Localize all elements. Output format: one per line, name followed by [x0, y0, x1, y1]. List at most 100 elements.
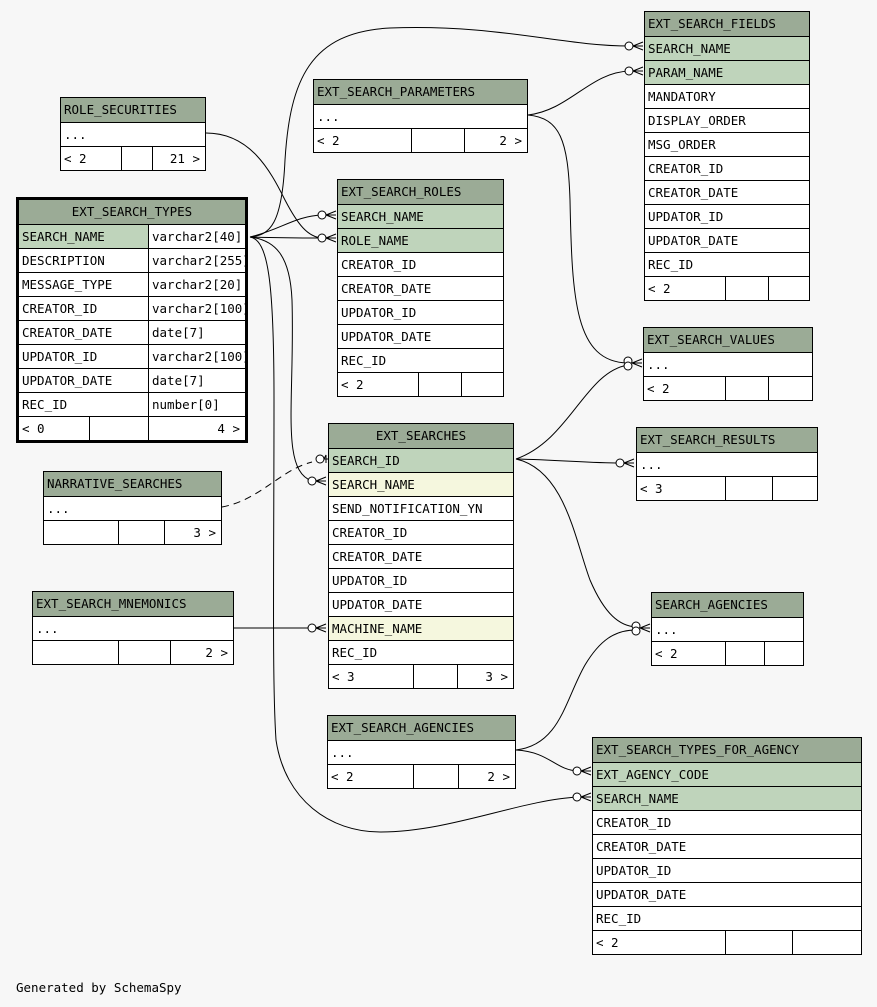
table-ext-search-parameters[interactable]: EXT_SEARCH_PARAMETERS ... < 2 2 >: [313, 79, 528, 153]
children-count[interactable]: 4 >: [217, 421, 240, 436]
parents-count[interactable]: < 2: [341, 377, 364, 392]
relationship-edge: [515, 458, 637, 628]
table-footer: < 2 2 >: [328, 764, 515, 788]
crows-foot-lines: [623, 458, 635, 468]
table-ext-search-fields[interactable]: EXT_SEARCH_FIELDS SEARCH_NAME PARAM_NAME…: [644, 11, 810, 301]
column-type: varchar2[20]: [152, 277, 243, 292]
parents-count[interactable]: < 2: [648, 281, 671, 296]
parents-count[interactable]: < 3: [640, 481, 663, 496]
crows-foot-marker: [307, 623, 317, 633]
table-role-securities[interactable]: ROLE_SECURITIES ... < 2 21 >: [60, 97, 206, 171]
column-name: CREATOR_ID: [332, 525, 408, 540]
crows-foot-marker: [631, 626, 641, 636]
column-name: UPDATOR_DATE: [22, 373, 113, 388]
crows-foot-lines: [315, 623, 327, 633]
relationship-edge: [515, 364, 629, 460]
table-narrative-searches[interactable]: NARRATIVE_SEARCHES ... 3 >: [43, 471, 222, 545]
parents-count[interactable]: < 2: [647, 381, 670, 396]
parents-count[interactable]: < 2: [317, 133, 340, 148]
column-row: SEARCH_NAME varchar2[40]: [19, 224, 245, 248]
table-footer: < 2: [593, 930, 861, 954]
column-row: CREATOR_ID varchar2[100]: [19, 296, 245, 320]
table-ext-search-agencies[interactable]: EXT_SEARCH_AGENCIES ... < 2 2 >: [327, 715, 516, 789]
column-name: REC_ID: [22, 397, 68, 412]
children-count[interactable]: 21 >: [169, 151, 200, 166]
children-count[interactable]: 2 >: [499, 133, 522, 148]
table-ext-search-mnemonics[interactable]: EXT_SEARCH_MNEMONICS ... 2 >: [32, 591, 234, 665]
relationship-edge: [249, 214, 323, 238]
column-name: REC_ID: [332, 645, 378, 660]
column-name: SEARCH_NAME: [341, 209, 424, 224]
crows-foot-lines: [632, 41, 644, 51]
parents-count[interactable]: < 3: [332, 669, 355, 684]
table-title: EXT_SEARCH_ROLES: [341, 184, 462, 199]
table-title: NARRATIVE_SEARCHES: [47, 476, 183, 491]
column-type: varchar2[100]: [152, 349, 245, 364]
children-count[interactable]: 2 >: [205, 645, 228, 660]
column-row: MESSAGE_TYPE varchar2[20]: [19, 272, 245, 296]
column-name: ...: [47, 501, 70, 516]
crows-foot-lines: [631, 358, 643, 368]
children-count[interactable]: 3 >: [485, 669, 508, 684]
column-name: SEARCH_NAME: [19, 225, 148, 248]
crows-foot-lines: [325, 233, 337, 243]
table-ext-search-values[interactable]: EXT_SEARCH_VALUES ... < 2: [643, 327, 813, 401]
crows-foot-marker: [624, 66, 634, 76]
table-ext-search-types-for-agency[interactable]: EXT_SEARCH_TYPES_FOR_AGENCY EXT_AGENCY_C…: [592, 737, 862, 955]
crows-foot-marker: [315, 454, 325, 464]
column-name: CREATOR_DATE: [341, 281, 432, 296]
table-footer: 2 >: [33, 640, 233, 664]
table-title: ROLE_SECURITIES: [64, 102, 177, 117]
column-type: number[0]: [152, 397, 220, 412]
relationship-edge: [249, 236, 579, 833]
relationship-edge: [205, 132, 323, 239]
table-title: EXT_SEARCH_RESULTS: [640, 432, 776, 447]
table-search-agencies[interactable]: SEARCH_AGENCIES ... < 2: [651, 592, 804, 666]
parents-count[interactable]: < 2: [331, 769, 354, 784]
column-name: SEARCH_NAME: [648, 41, 731, 56]
relationship-edge: [527, 114, 629, 364]
column-name: MANDATORY: [648, 89, 716, 104]
crows-foot-lines: [632, 66, 644, 76]
column-name: SEARCH_ID: [332, 453, 400, 468]
parents-count[interactable]: < 2: [64, 151, 87, 166]
relationship-edge-dashed: [221, 461, 313, 508]
column-type: varchar2[40]: [152, 229, 243, 244]
table-footer: < 2: [338, 372, 503, 396]
table-ext-search-results[interactable]: EXT_SEARCH_RESULTS ... < 3: [636, 427, 818, 501]
column-name: CREATOR_DATE: [22, 325, 113, 340]
table-title: EXT_SEARCH_TYPES_FOR_AGENCY: [596, 742, 800, 757]
column-name: CREATOR_ID: [22, 301, 98, 316]
parents-count[interactable]: < 0: [22, 421, 45, 436]
column-name: MESSAGE_TYPE: [22, 277, 113, 292]
table-footer: < 3: [637, 476, 817, 500]
parents-count[interactable]: < 2: [655, 646, 678, 661]
crows-foot-lines: [323, 454, 328, 463]
children-count[interactable]: 3 >: [193, 525, 216, 540]
parents-count[interactable]: < 2: [596, 935, 619, 950]
table-title: EXT_SEARCH_AGENCIES: [331, 720, 474, 735]
crows-foot-lines: [639, 623, 651, 633]
table-footer: 3 >: [44, 520, 221, 544]
table-ext-searches[interactable]: EXT_SEARCHES SEARCH_ID SEARCH_NAME SEND_…: [328, 423, 514, 689]
table-ext-search-roles[interactable]: EXT_SEARCH_ROLES SEARCH_NAME ROLE_NAME C…: [337, 179, 504, 397]
column-type: varchar2[100]: [152, 301, 245, 316]
column-name: UPDATOR_ID: [596, 863, 672, 878]
crows-foot-lines: [580, 766, 592, 776]
column-type: date[7]: [152, 325, 205, 340]
table-footer: < 2 21 >: [61, 146, 205, 170]
column-name: REC_ID: [341, 353, 387, 368]
relationship-edge: [515, 629, 637, 751]
column-name: PARAM_NAME: [648, 65, 724, 80]
column-name: CREATOR_DATE: [648, 185, 739, 200]
column-name: ...: [640, 457, 663, 472]
column-name: UPDATOR_DATE: [341, 329, 432, 344]
column-name: MSG_ORDER: [648, 137, 716, 152]
children-count[interactable]: 2 >: [487, 769, 510, 784]
column-name: DISPLAY_ORDER: [648, 113, 746, 128]
crows-foot-lines: [315, 476, 327, 486]
crows-foot-marker: [615, 458, 625, 468]
